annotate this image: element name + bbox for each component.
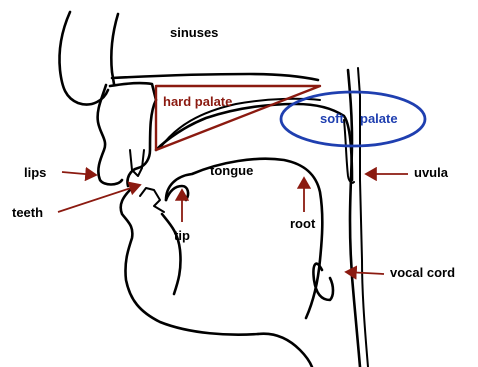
label-tongue: tongue xyxy=(210,163,253,178)
label-lips: lips xyxy=(24,165,46,180)
label-palate: palate xyxy=(360,111,398,126)
head-outline-lower-lip xyxy=(121,190,258,335)
label-hard-palate: hard palate xyxy=(163,94,232,109)
lips-arrow xyxy=(62,172,96,175)
head-outline-upper-face xyxy=(98,85,122,185)
lower-teeth xyxy=(140,188,164,212)
label-soft: soft xyxy=(320,111,345,126)
head-outline-jaw-inner xyxy=(162,214,181,294)
label-sinuses: sinuses xyxy=(170,25,218,40)
label-teeth: teeth xyxy=(12,205,43,220)
teeth-arrow xyxy=(58,185,140,212)
head-outline-nasal-top xyxy=(111,14,118,84)
label-uvula: uvula xyxy=(414,165,449,180)
head-outline-nose xyxy=(59,12,108,105)
pharynx-back-wall xyxy=(348,70,360,367)
label-root: root xyxy=(290,216,316,231)
label-vocal-cord: vocal cord xyxy=(390,265,455,280)
label-tip: tip xyxy=(174,228,190,243)
head-outline-nasal-floor xyxy=(112,74,318,80)
head-outline-neck xyxy=(258,334,312,367)
